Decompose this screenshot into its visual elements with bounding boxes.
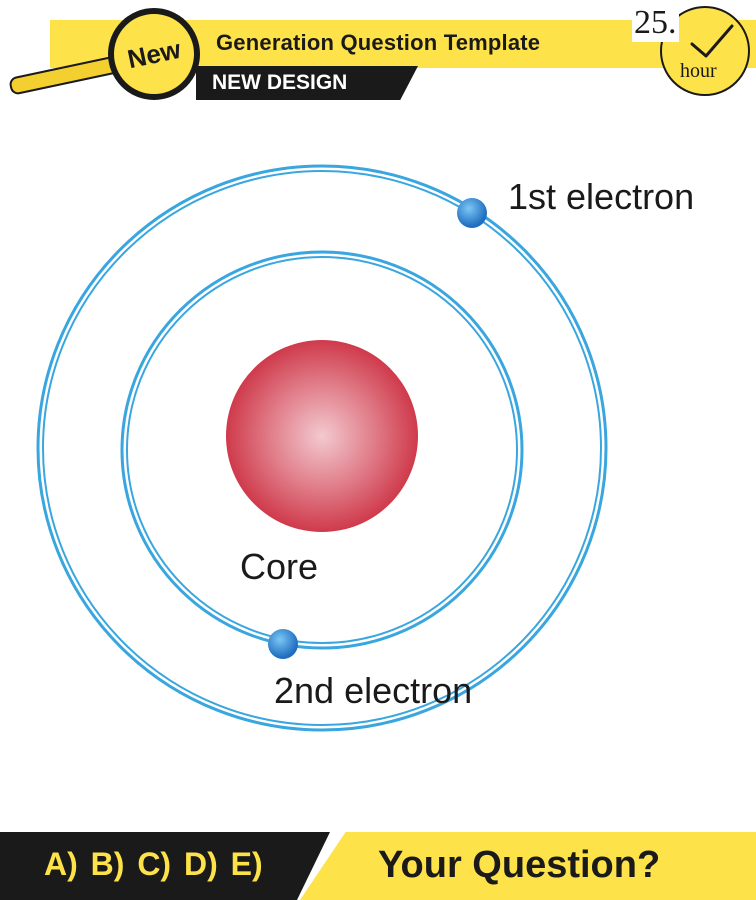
clock-number: 25. xyxy=(632,4,679,42)
subtitle-band xyxy=(196,66,418,100)
clock-unit: hour xyxy=(680,60,717,82)
answer-options: A) B) C) D) E) xyxy=(44,846,263,882)
electron2-label: 2nd electron xyxy=(274,670,473,711)
footer-options-band xyxy=(0,832,330,900)
page-subtitle: NEW DESIGN xyxy=(212,71,348,94)
electron-2 xyxy=(268,629,298,659)
core-circle xyxy=(226,340,418,532)
new-badge: New xyxy=(124,33,184,74)
outer-orbit xyxy=(36,164,608,732)
page-title: Generation Question Template xyxy=(216,30,541,55)
footer-question-band xyxy=(300,832,756,900)
check-icon xyxy=(690,24,734,58)
atom-diagram: 1st electron Core 2nd electron xyxy=(0,120,756,820)
electron-1 xyxy=(457,198,487,228)
header: Generation Question Template NEW DESIGN … xyxy=(0,0,756,110)
clock-icon xyxy=(660,6,750,96)
magnifier-icon xyxy=(108,8,200,100)
core-label: Core xyxy=(240,546,319,587)
outer-orbit-inner-line xyxy=(42,170,602,726)
inner-orbit-inner-line xyxy=(126,256,518,644)
inner-orbit xyxy=(120,250,524,650)
electron1-label: 1st electron xyxy=(508,176,695,217)
question-prompt: Your Question? xyxy=(378,844,661,886)
atom-svg xyxy=(36,164,608,732)
